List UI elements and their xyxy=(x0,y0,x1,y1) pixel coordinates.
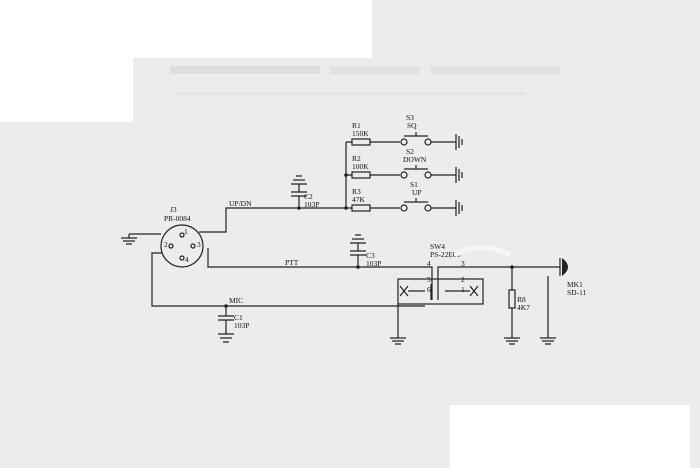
ground-s1 xyxy=(455,200,463,216)
s2-ref-label: S2 xyxy=(406,147,414,156)
r2-ref-label: R2 xyxy=(352,154,361,163)
r3-ref-label: R3 xyxy=(352,187,361,196)
j3-pin-4: 4 xyxy=(185,255,189,264)
ground-s3 xyxy=(455,134,463,150)
s3-ref-label: S3 xyxy=(406,113,414,122)
c3-value-label: 103P xyxy=(366,259,381,268)
c1-ref-label: C1 xyxy=(234,313,243,322)
sw4-pin-4: 4 xyxy=(427,259,431,268)
switch-s1: S1 UP xyxy=(400,180,456,212)
white-panel-top-left xyxy=(0,0,372,58)
r1-value-label: 150K xyxy=(352,129,369,138)
c1-value-label: 103P xyxy=(234,321,249,330)
c2-ref-label: C2 xyxy=(304,192,313,201)
switch-s3: S3 SQ xyxy=(400,113,456,146)
net-label-ptt: PTT xyxy=(285,258,299,267)
net-mic: MIC C1 103P xyxy=(151,252,425,343)
sw4-pin-3: 3 xyxy=(461,259,465,268)
r1-ref-label: R1 xyxy=(352,121,361,130)
connector-j3: 2 3 1 4 J3 PR-0084 xyxy=(160,205,204,268)
microphone-mk1: MK1 SD-11 xyxy=(512,258,587,345)
sw4-ref-label: SW4 xyxy=(430,242,445,251)
c2-value-label: 103P xyxy=(304,200,319,209)
c3-ref-label: C3 xyxy=(366,251,375,260)
net-ptt: PTT C3 103P xyxy=(207,234,425,269)
background-artifact xyxy=(453,245,512,258)
ground-connector xyxy=(121,233,161,245)
mk1-value-label: SD-11 xyxy=(567,288,587,297)
switch-s2: S2 DOWN xyxy=(400,147,456,179)
j3-ref-label: J3 xyxy=(170,205,177,214)
j3-value-label: PR-0084 xyxy=(164,214,191,223)
white-panel-left xyxy=(0,58,133,122)
s1-ref-label: S1 xyxy=(410,180,418,189)
sw4-pin-5: 5 xyxy=(427,275,431,284)
r2-value-label: 100K xyxy=(352,162,369,171)
resistor-ladder: R1 150K R2 100K R3 47K xyxy=(344,121,400,212)
j3-pin-1: 1 xyxy=(184,227,188,236)
sw4-value-label: PS-22E03 xyxy=(430,250,461,259)
net-updn: UP/DN C2 103P xyxy=(199,175,346,233)
s2-value-label: DOWN xyxy=(403,155,427,164)
blurred-header xyxy=(170,66,560,95)
r3-value-label: 47K xyxy=(352,195,366,204)
s1-value-label: UP xyxy=(412,188,422,197)
sw4-pin-2: 2 xyxy=(461,275,465,284)
switch-sw4: SW4 PS-22E03 4 3 5 2 6 1 xyxy=(390,242,512,345)
resistor-r8: R8 4K7 xyxy=(504,265,530,345)
r8-value-label: 4K7 xyxy=(517,303,530,312)
white-panel-bottom-right xyxy=(450,405,690,468)
ground-s2 xyxy=(455,167,463,183)
r8-ref-label: R8 xyxy=(517,295,526,304)
net-label-updn: UP/DN xyxy=(229,199,252,208)
sw4-pin-1: 1 xyxy=(461,285,465,294)
j3-pin-2: 2 xyxy=(164,240,168,249)
mk1-ref-label: MK1 xyxy=(567,280,583,289)
s3-value-label: SQ xyxy=(407,121,417,130)
net-label-mic: MIC xyxy=(229,296,243,305)
sw4-pin-6: 6 xyxy=(427,285,431,294)
j3-pin-3: 3 xyxy=(197,240,201,249)
